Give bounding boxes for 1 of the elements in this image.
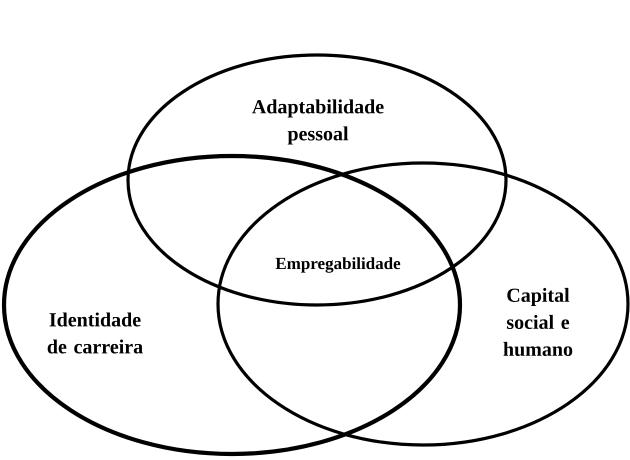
center-label: Empregabilidade <box>276 257 400 273</box>
